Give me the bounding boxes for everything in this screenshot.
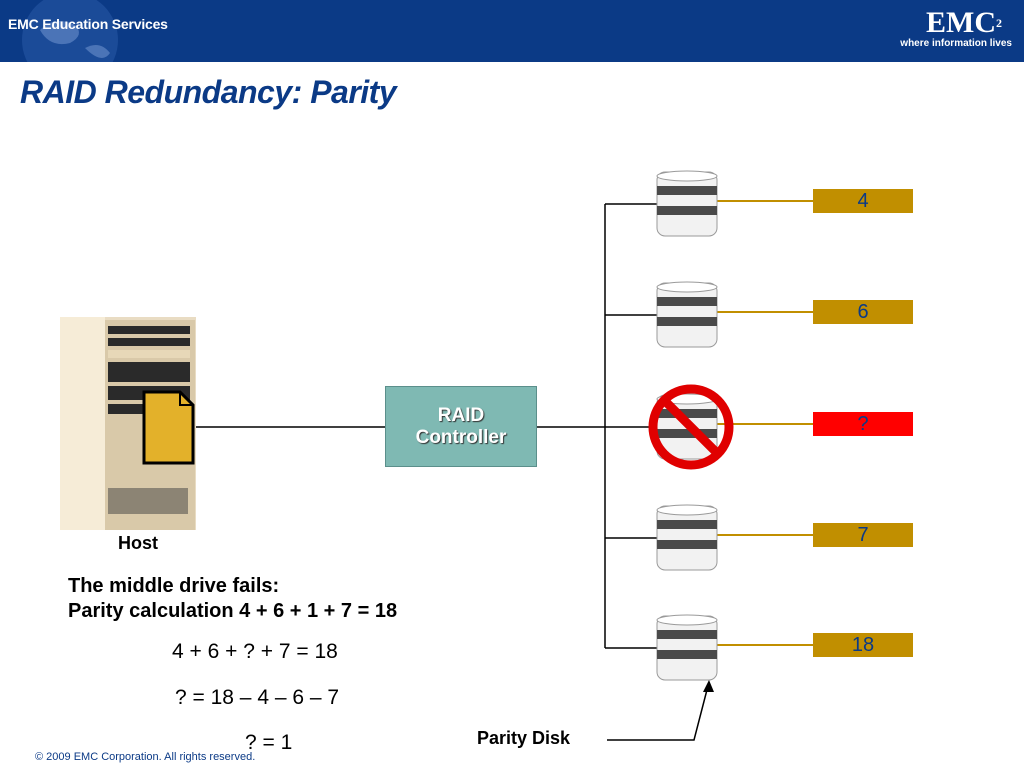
failed-data-block: ?: [813, 412, 913, 436]
disks-group: [656, 170, 718, 681]
emc-logo: EMC2 where information lives: [892, 8, 1012, 54]
raid-controller-box: RAID Controller: [385, 386, 537, 467]
header-brand-text: EMC Education Services: [8, 16, 168, 32]
logo-tagline: where information lives: [900, 38, 1012, 49]
explanation-line2: Parity calculation 4 + 6 + 1 + 7 = 18: [68, 600, 398, 622]
globe-watermark-icon: [22, 0, 118, 62]
equation-2: ? = 18 – 4 – 6 – 7: [175, 686, 340, 709]
disk-icon: [656, 170, 718, 237]
controller-label-line2: Controller: [415, 426, 507, 448]
parity-disk-pointer-arrow: [607, 680, 714, 741]
page-title: RAID Redundancy: Parity: [20, 74, 397, 110]
parity-data-block: 18: [813, 633, 913, 657]
document-icon: [142, 390, 195, 465]
copyright-footer: © 2009 EMC Corporation. All rights reser…: [35, 751, 256, 763]
data-block: 7: [813, 523, 913, 547]
equation-1: 4 + 6 + ? + 7 = 18: [172, 640, 338, 663]
parity-disk-icon: [656, 614, 718, 681]
parity-disk-label: Parity Disk: [477, 728, 571, 748]
header-bar: EMC Education Services EMC2 where inform…: [0, 0, 1024, 62]
controller-label-line1: RAID: [437, 404, 485, 426]
disk-icon: [656, 504, 718, 571]
data-block: 6: [813, 300, 913, 324]
disk-icon: [656, 281, 718, 348]
failed-disk-no-symbol-icon: [648, 384, 734, 470]
explanation-line1: The middle drive fails:: [68, 575, 280, 597]
equation-3: ? = 1: [245, 731, 293, 754]
data-block: 4: [813, 189, 913, 213]
host-label: Host: [118, 533, 158, 553]
